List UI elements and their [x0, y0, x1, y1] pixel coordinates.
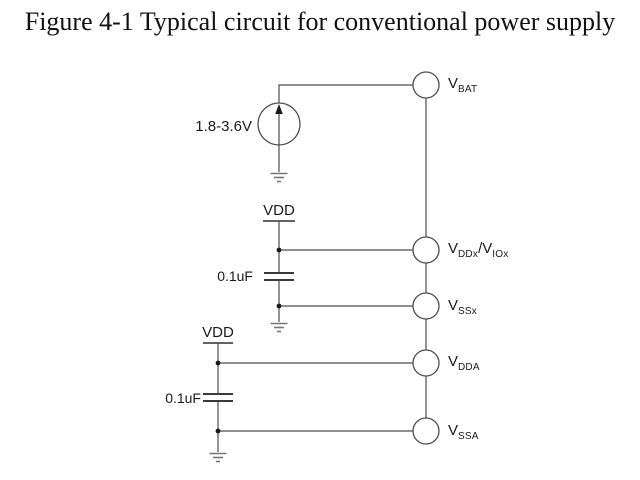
capacitor-icon	[203, 393, 233, 402]
terminal-label-vssx: VSSx	[448, 297, 477, 317]
terminal-pin-vddx	[412, 236, 440, 264]
terminal-label-vdda: VDDA	[448, 353, 480, 373]
vdd-rail-label: VDD	[263, 202, 295, 219]
source-to-vbat-wire	[278, 84, 426, 103]
ground-icon	[270, 172, 288, 183]
junction-dot	[276, 247, 282, 253]
terminal-pin-vssx	[412, 292, 440, 320]
terminal-pin-vssa	[412, 417, 440, 445]
vdd-rail-label: VDD	[202, 324, 234, 341]
terminal-pin-vdda	[412, 349, 440, 377]
junction-dot	[276, 303, 282, 309]
terminal-label-vssa: VSSA	[448, 422, 479, 442]
junction-dot	[215, 428, 221, 434]
terminal-label-vbat: VBAT	[448, 75, 478, 95]
figure-title: Figure 4-1 Typical circuit for conventio…	[24, 7, 616, 36]
capacitor-value-label: 0.1uF	[217, 268, 253, 284]
ground-icon	[209, 452, 227, 463]
capacitor-value-label: 0.1uF	[165, 390, 201, 406]
capacitor-icon	[264, 272, 294, 281]
ground-icon	[270, 322, 288, 333]
source-value-label: 1.8-3.6V	[195, 118, 252, 135]
terminal-pin-vbat	[412, 71, 440, 99]
terminal-label-vddx-viox: VDDx/VIOx	[448, 240, 509, 260]
source-arrow-head-icon	[275, 104, 283, 114]
junction-dot	[215, 360, 221, 366]
